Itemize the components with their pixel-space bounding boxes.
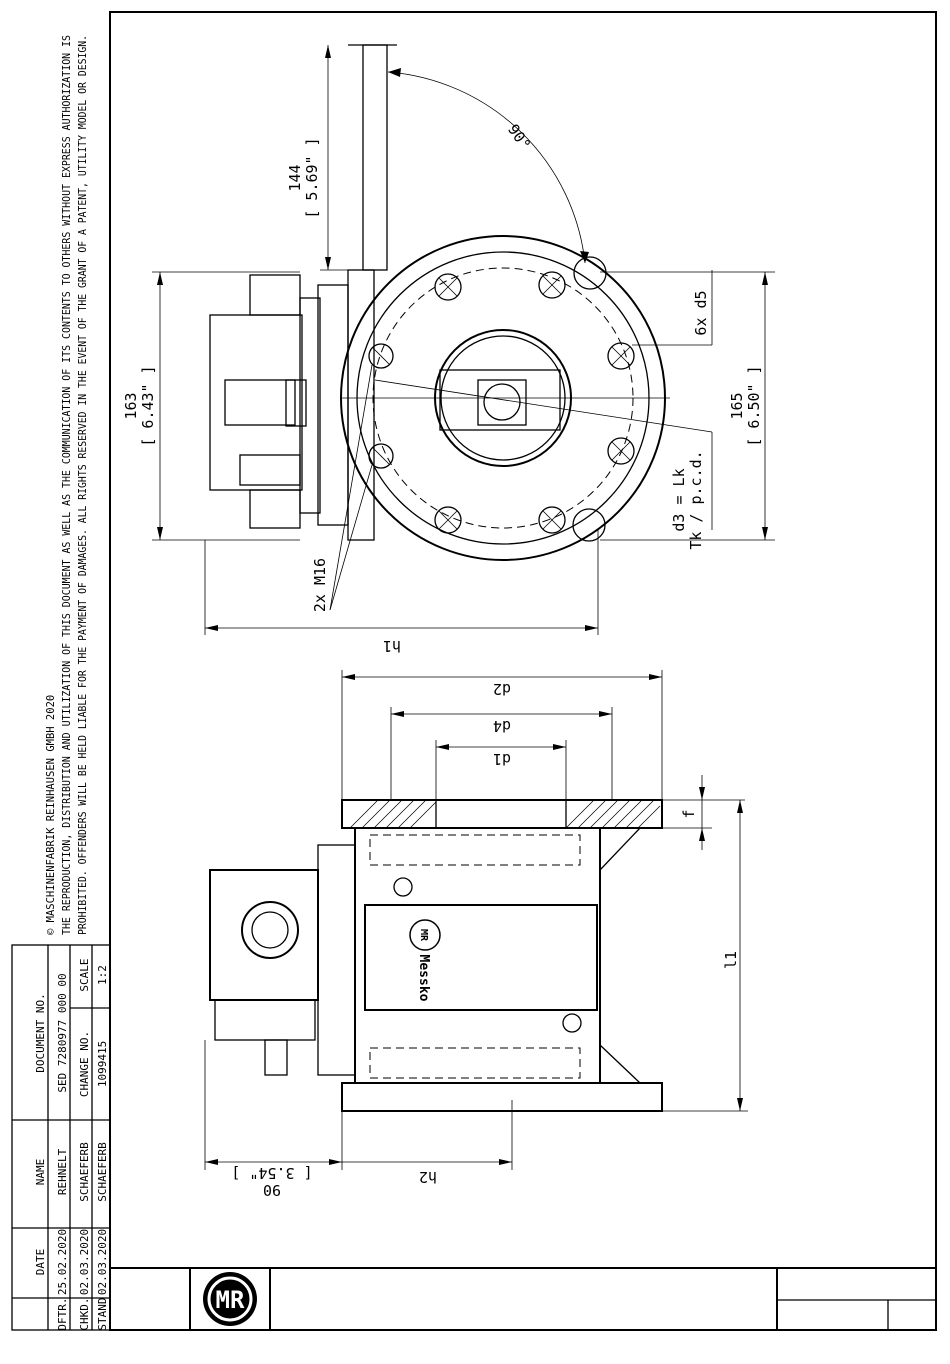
relay-body	[354, 827, 601, 1084]
nameplate-mr: MR	[418, 929, 429, 942]
dim-90: 90	[263, 1181, 281, 1199]
dim-144: 144	[286, 164, 304, 191]
dim-6x-d5: 6x d5	[692, 290, 710, 335]
bottom-flange	[341, 1082, 663, 1112]
dim-h1: h1	[383, 637, 401, 655]
side-view: MR Messko	[209, 799, 663, 1112]
dim-163-inch: [ 6.43" ]	[139, 365, 157, 446]
copyright-line-3: PROHIBITED. OFFENDERS WILL BE HELD LIABL…	[77, 35, 89, 935]
dim-d1: d1	[493, 750, 511, 768]
valve-mechanism	[439, 369, 561, 431]
test-valve	[214, 999, 316, 1041]
side-view-dimensions: d2 d4 d1 f l1 h2	[204, 670, 748, 1199]
top-view-dimensions: 144 [ 5.69" ] 90° 163 [ 6.43" ] 165 [ 6.…	[122, 45, 775, 655]
change-no-value: 1099415	[96, 1041, 109, 1087]
doc-no-header: DOCUMENT NO.	[34, 993, 47, 1072]
copyright-note: © MASCHINENFABRIK REINHAUSEN GMBH 2020 T…	[45, 35, 89, 935]
dim-d2: d2	[493, 680, 511, 698]
scale-value: 1:2	[96, 965, 109, 985]
title-block: DOCUMENT NO. SED 7280977 000 00 CHANGE N…	[11, 944, 111, 1331]
dftr-date: 25.02.2020	[56, 1229, 69, 1295]
name-header: NAME	[34, 1159, 47, 1186]
copyright-line-2: THE REPRODUCTION, DISTRIBUTION AND UTILI…	[61, 35, 73, 935]
bolt-holes	[368, 271, 635, 534]
nameplate-brand: Messko	[416, 955, 431, 1002]
dim-165: 165	[728, 392, 746, 419]
date-header: DATE	[34, 1249, 47, 1276]
dim-2x-m16: 2x M16	[311, 558, 329, 612]
drawing-frame	[109, 11, 937, 1331]
dftr-name: REHNELT	[56, 1148, 69, 1195]
chkd-date: 02.03.2020	[78, 1229, 91, 1295]
copyright-line-1: © MASCHINENFABRIK REINHAUSEN GMBH 2020	[45, 695, 57, 935]
terminal-box	[209, 869, 319, 1001]
doc-no-value: SED 7280977 000 00	[56, 973, 69, 1092]
mr-logo: MR	[203, 1272, 257, 1326]
dim-90-inch: [ 3.54" ]	[231, 1164, 312, 1182]
dim-f: f	[680, 809, 698, 818]
dim-tk: Tk / p.c.d.	[687, 450, 705, 549]
dim-l1: l1	[722, 951, 740, 969]
lever-arm	[362, 44, 388, 271]
nameplate	[364, 904, 598, 1011]
chkd-label: CHKD.	[78, 1297, 91, 1330]
stand-name: SCHAEFERB	[96, 1142, 109, 1202]
dim-d3: d3 = Lk	[670, 468, 688, 531]
dim-d4: d4	[493, 717, 511, 735]
dim-165-inch: [ 6.50" ]	[745, 365, 763, 446]
dftr-label: DFTR.	[56, 1297, 69, 1330]
cable-entry	[241, 901, 299, 959]
relay-housing	[209, 314, 303, 491]
stand-date: 02.03.2020	[96, 1229, 109, 1295]
cable-gland-bottom	[249, 489, 301, 529]
relay-housing-base	[317, 284, 349, 526]
change-no-header: CHANGE NO.	[78, 1031, 91, 1097]
dim-144-inch: [ 5.69" ]	[303, 137, 321, 218]
dim-h2: h2	[419, 1168, 437, 1186]
cable-gland-top	[249, 274, 301, 316]
chkd-name: SCHAEFERB	[78, 1142, 91, 1202]
mr-logo-text: MR	[216, 1286, 245, 1314]
dim-163: 163	[122, 392, 140, 419]
top-view	[209, 44, 670, 561]
stand-label: STAND	[96, 1297, 109, 1330]
scale-header: SCALE	[78, 958, 91, 991]
nameplate-logo: MR	[409, 919, 441, 951]
dim-angle-90: 90°	[504, 121, 534, 154]
